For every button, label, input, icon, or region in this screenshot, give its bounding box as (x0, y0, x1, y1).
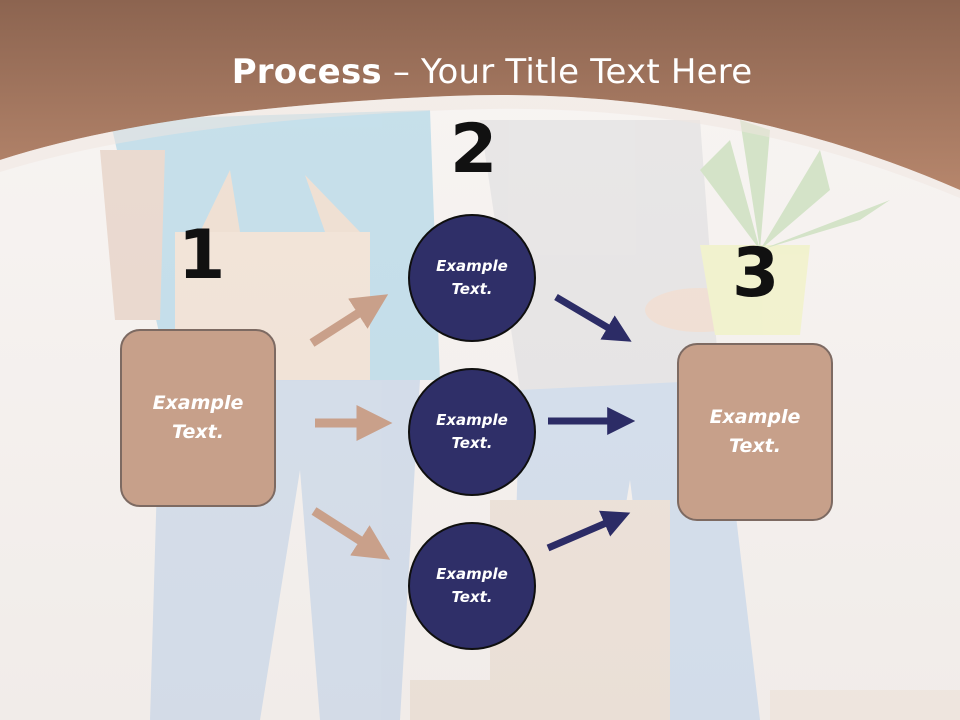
circle-bottom-line2: Text. (451, 588, 493, 606)
title-rest: – Your Title Text Here (381, 52, 753, 92)
left-box-line2: Text. (172, 421, 224, 443)
slide-title: Process – Your Title Text Here (0, 52, 960, 92)
right-box-line1: Example (709, 406, 801, 428)
step-number-1: 1 (178, 216, 226, 295)
process-circle-middle: Example Text. (408, 368, 536, 496)
step-number-3: 3 (732, 234, 780, 313)
right-box: Example Text. (677, 343, 833, 521)
circle-bottom-line1: Example (436, 565, 508, 583)
circle-top-line2: Text. (451, 280, 493, 298)
left-box-line1: Example (152, 392, 244, 414)
process-circle-top: Example Text. (408, 214, 536, 342)
circle-middle-line2: Text. (451, 434, 493, 452)
process-circle-bottom: Example Text. (408, 522, 536, 650)
left-box: Example Text. (120, 329, 276, 507)
step-number-2: 2 (450, 110, 498, 189)
title-bold: Process (231, 52, 382, 92)
circle-middle-line1: Example (436, 411, 508, 429)
right-box-line2: Text. (729, 435, 781, 457)
circle-top-line1: Example (436, 257, 508, 275)
